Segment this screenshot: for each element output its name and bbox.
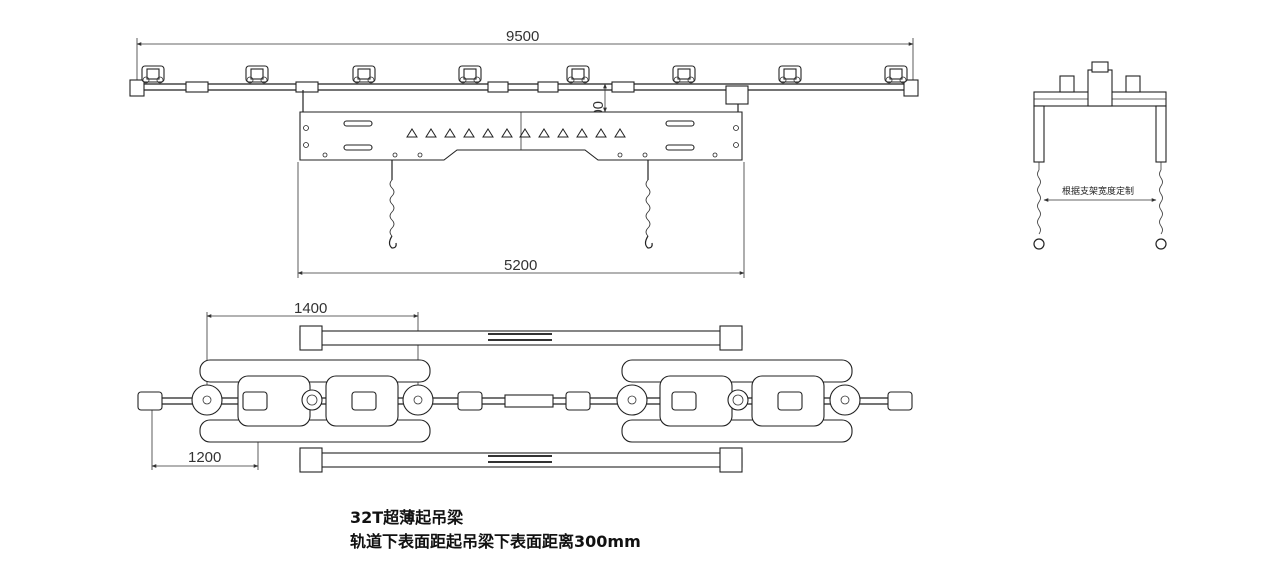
plan-trolleys — [137, 391, 913, 411]
plan-long-beams — [299, 325, 743, 473]
dimension-label-1400: 1400 — [294, 300, 327, 317]
side-view-note: 根据支架宽度定制 — [1062, 185, 1134, 197]
right-chain-hook — [644, 160, 653, 249]
side-view: 根据支架宽度定制 — [1033, 61, 1167, 250]
caption-title: 32T超薄起吊梁 — [350, 508, 464, 527]
dimension-label-5200: 5200 — [504, 257, 537, 274]
plan-view: 1400 1200 — [137, 300, 913, 473]
left-chain-hook — [388, 160, 397, 249]
dimension-1400: 1400 — [206, 300, 419, 398]
dimension-label-9500: 9500 — [506, 28, 539, 45]
plan-left-frame — [191, 359, 434, 443]
drawing-caption: 32T超薄起吊梁 轨道下表面距起吊梁下表面距离300mm — [350, 506, 641, 554]
dimension-5200: 5200 — [297, 162, 745, 278]
caption-subtitle: 轨道下表面距起吊梁下表面距离300mm — [350, 532, 641, 551]
dimension-9500: 9500 — [136, 28, 914, 80]
lifting-beam — [299, 111, 743, 161]
dimension-label-1200: 1200 — [188, 449, 221, 466]
top-trolley-group — [141, 65, 908, 84]
top-rail — [129, 79, 919, 105]
dimension-1200: 1200 — [151, 404, 259, 470]
front-elevation-view: 9500 — [129, 28, 919, 278]
plan-right-frame — [616, 359, 861, 443]
